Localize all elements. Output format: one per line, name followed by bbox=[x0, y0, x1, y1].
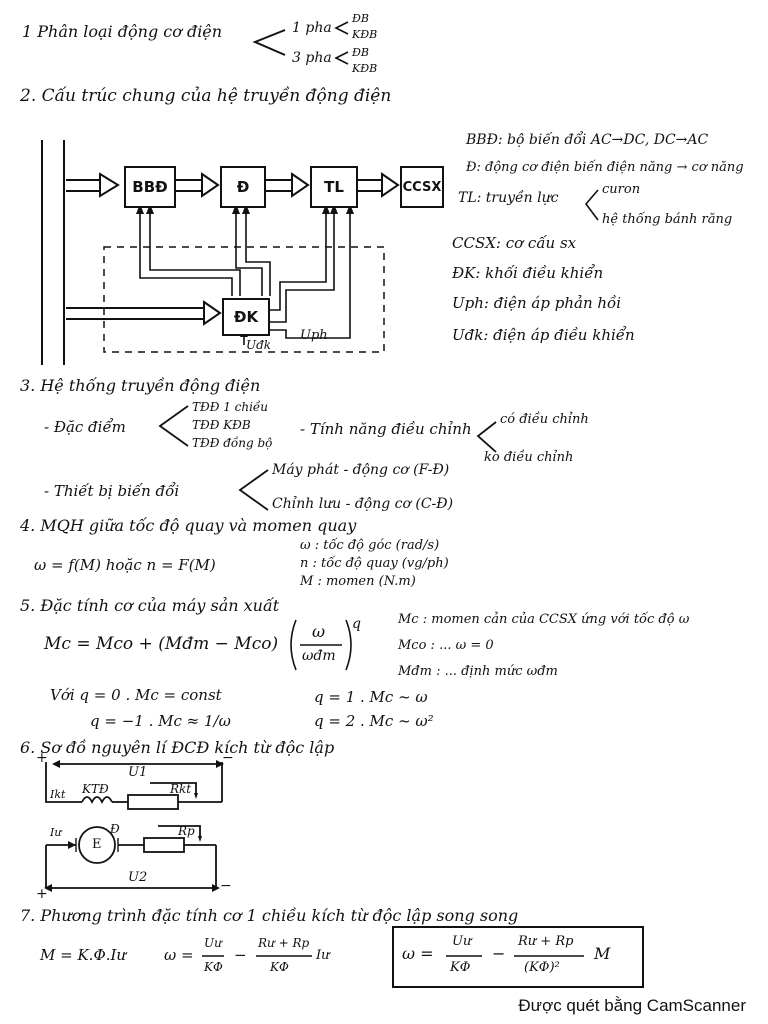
s3-title: 3. Hệ thống truyền động điện bbox=[20, 376, 261, 395]
s6-plus-top: + bbox=[36, 750, 48, 766]
s7-box-n1: Uư bbox=[452, 934, 472, 949]
s4-equation: ω = f(M) hoặc n = F(M) bbox=[34, 556, 216, 574]
s6-d: Đ bbox=[110, 822, 120, 836]
s3-tinh-nang: - Tính năng điều chỉnh bbox=[300, 420, 472, 438]
s5-def-mco: Mco : ... ω = 0 bbox=[398, 638, 494, 653]
s6-title: 6. Sơ đồ nguyên lí ĐCĐ kích từ độc lập bbox=[20, 738, 335, 757]
s7-eq-m: M = K.Φ.Iư bbox=[40, 946, 127, 964]
block-ccsx: CCSX bbox=[400, 166, 444, 208]
s7-boxed-equation bbox=[392, 926, 644, 988]
s1-db-1: ĐB bbox=[352, 12, 369, 25]
s4-title: 4. MQH giữa tốc độ quay và momen quay bbox=[20, 516, 357, 535]
s1-db-3: ĐB bbox=[352, 46, 369, 59]
s6-plus-bottom: + bbox=[36, 886, 48, 902]
s6-u2: U2 bbox=[128, 870, 148, 885]
s6-rkt: Rkt bbox=[170, 782, 192, 796]
s7-box-d2: (KΦ)² bbox=[524, 960, 560, 975]
s6-ikt: Ikt bbox=[50, 788, 66, 801]
s6-u1: U1 bbox=[128, 765, 148, 780]
s7-box-d1: KΦ bbox=[450, 960, 471, 975]
s4-def-m: M : momen (N.m) bbox=[300, 574, 416, 589]
s6-e: E bbox=[92, 837, 102, 852]
label-udk: Uđk bbox=[246, 338, 272, 352]
s2-title: 2. Cấu trúc chung của hệ truyền động điệ… bbox=[20, 86, 392, 106]
dd-opt-3: TĐĐ đồng bộ bbox=[192, 436, 273, 450]
s5-case-q0: Với q = 0 . Mc = const bbox=[50, 686, 222, 704]
s5-exponent: q bbox=[352, 616, 361, 632]
s1-text: 1 Phân loại động cơ điện bbox=[22, 22, 223, 41]
s1-kdb-1: KĐB bbox=[352, 28, 378, 41]
s1-branch-3pha: 3 pha bbox=[292, 50, 332, 66]
s5-title: 5. Đặc tính cơ của máy sản xuất bbox=[20, 596, 280, 615]
s5-case-q2: q = 2 . Mc ~ ω² bbox=[314, 712, 434, 730]
s7-box-n2: Rư + Rp bbox=[518, 934, 574, 949]
block-d: Đ bbox=[220, 166, 266, 208]
tl-opt-banh-rang: hệ thống bánh răng bbox=[602, 212, 733, 227]
note-udk: Uđk: điện áp điều khiển bbox=[452, 326, 635, 344]
s7-box-lhs: ω = bbox=[402, 944, 434, 963]
note-ccsx: CCSX: cơ cấu sx bbox=[452, 234, 577, 252]
s7-eq2-n1: Uư bbox=[204, 936, 222, 950]
note-bbd: BBĐ: bộ biến đổi AC→DC, DC→AC bbox=[466, 132, 709, 148]
s7-eq2-d2: KΦ bbox=[270, 960, 289, 974]
s3-dac-diem: - Đặc điểm bbox=[44, 418, 126, 436]
s7-eq2-d1: KΦ bbox=[204, 960, 223, 974]
s7-box-tail: M bbox=[594, 944, 611, 963]
note-tl: TL: truyền lực bbox=[458, 190, 559, 206]
s6-iu: Iư bbox=[50, 826, 62, 839]
block-bbd: BBĐ bbox=[124, 166, 176, 208]
block-tl: TL bbox=[310, 166, 358, 208]
tb-opt-1: Máy phát - động cơ (F-Đ) bbox=[272, 462, 450, 478]
s6-rp: Rp bbox=[178, 824, 195, 838]
s5-case-qm1: q = −1 . Mc ≈ 1/ω bbox=[90, 712, 231, 730]
s7-box-minus: − bbox=[492, 944, 506, 963]
s1-kdb-3: KĐB bbox=[352, 62, 378, 75]
s7-eq2-lhs: ω = bbox=[164, 946, 194, 964]
tn-opt-2: ko điều chỉnh bbox=[484, 450, 574, 465]
s4-def-n: n : tốc độ quay (vg/ph) bbox=[300, 556, 449, 571]
s5-case-q1: q = 1 . Mc ~ ω bbox=[314, 688, 428, 706]
s6-ktd: KTĐ bbox=[82, 782, 109, 796]
s6-minus-top: − bbox=[222, 750, 234, 766]
s5-frac-den: ωđm bbox=[302, 648, 336, 664]
s5-def-mc: Mc : momen cản của CCSX ứng với tốc độ ω bbox=[398, 612, 690, 627]
s7-title: 7. Phương trình đặc tính cơ 1 chiều kích… bbox=[20, 906, 519, 925]
s5-frac-num: ω bbox=[312, 622, 326, 641]
s7-eq2-minus: − bbox=[234, 946, 247, 964]
s5-eq-left: Mc = Mco + (Mđm − Mco) bbox=[44, 634, 279, 654]
note-uph: Uph: điện áp phản hồi bbox=[452, 294, 622, 312]
s7-eq2-n2: Rư + Rp bbox=[258, 936, 310, 950]
s1-branch-1pha: 1 pha bbox=[292, 20, 332, 36]
camscanner-footer: Được quét bằng CamScanner bbox=[518, 996, 746, 1015]
note-dk: ĐK: khối điều khiển bbox=[452, 264, 604, 282]
dd-opt-2: TĐĐ KĐB bbox=[192, 418, 251, 432]
label-uph: Uph bbox=[300, 328, 328, 343]
s5-def-mdm: Mđm : ... định mức ωđm bbox=[398, 664, 558, 679]
s3-thiet-bi: - Thiết bị biến đổi bbox=[44, 482, 180, 500]
s7-eq2-tail: Iư bbox=[316, 948, 330, 963]
tn-opt-1: có điều chỉnh bbox=[500, 412, 589, 427]
dd-opt-1: TĐĐ 1 chiều bbox=[192, 400, 269, 414]
tl-opt-curon: curon bbox=[602, 182, 641, 197]
block-dk: ĐK bbox=[222, 298, 270, 336]
tb-opt-2: Chỉnh lưu - động cơ (C-Đ) bbox=[272, 496, 454, 512]
s6-minus-bottom: − bbox=[220, 878, 232, 894]
s4-def-omega: ω : tốc độ góc (rad/s) bbox=[300, 538, 440, 553]
note-d: Đ: động cơ điện biến điện năng → cơ năng bbox=[466, 160, 744, 175]
